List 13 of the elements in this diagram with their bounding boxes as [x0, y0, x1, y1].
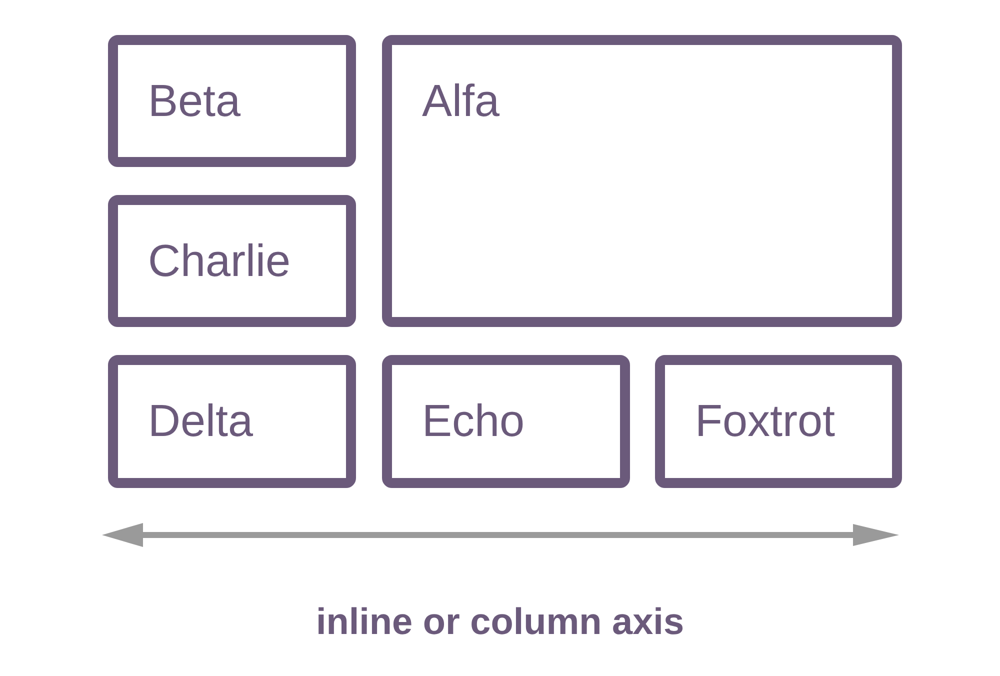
grid-item: [108, 355, 356, 488]
grid-item: [108, 35, 356, 167]
axis-label: inline or column axis: [316, 600, 684, 644]
item-label: Delta: [148, 395, 254, 447]
grid-item: [382, 35, 902, 327]
grid-item: [108, 195, 356, 327]
item-label: Charlie: [148, 235, 291, 287]
item-label: Echo: [422, 395, 525, 447]
grid-item: [655, 355, 902, 488]
item-label: Beta: [148, 75, 241, 127]
item-label: Foxtrot: [695, 395, 836, 447]
grid-item: [382, 355, 630, 488]
item-label: Alfa: [422, 75, 500, 127]
